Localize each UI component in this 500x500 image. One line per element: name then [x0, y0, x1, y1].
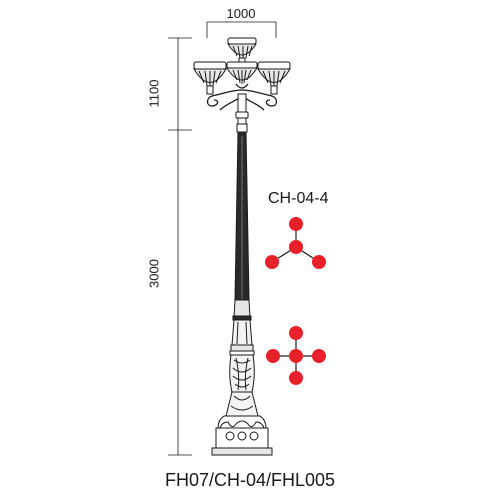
dimension-width-label: 1000: [226, 6, 256, 21]
lamp-right: [257, 61, 291, 95]
model-code-label: FH07/CH-04/FHL005: [164, 470, 336, 490]
config-code-label: CH-04-4: [268, 190, 329, 207]
config-icon-three-way: [265, 217, 326, 269]
pole: [231, 93, 253, 346]
lamp-top: [227, 37, 257, 65]
config-icon-four-way: [266, 326, 326, 385]
dimension-lines: [168, 21, 277, 456]
lamp-middle: [226, 61, 258, 84]
lamp-left: [193, 61, 227, 95]
ornamental-base: [211, 344, 273, 456]
